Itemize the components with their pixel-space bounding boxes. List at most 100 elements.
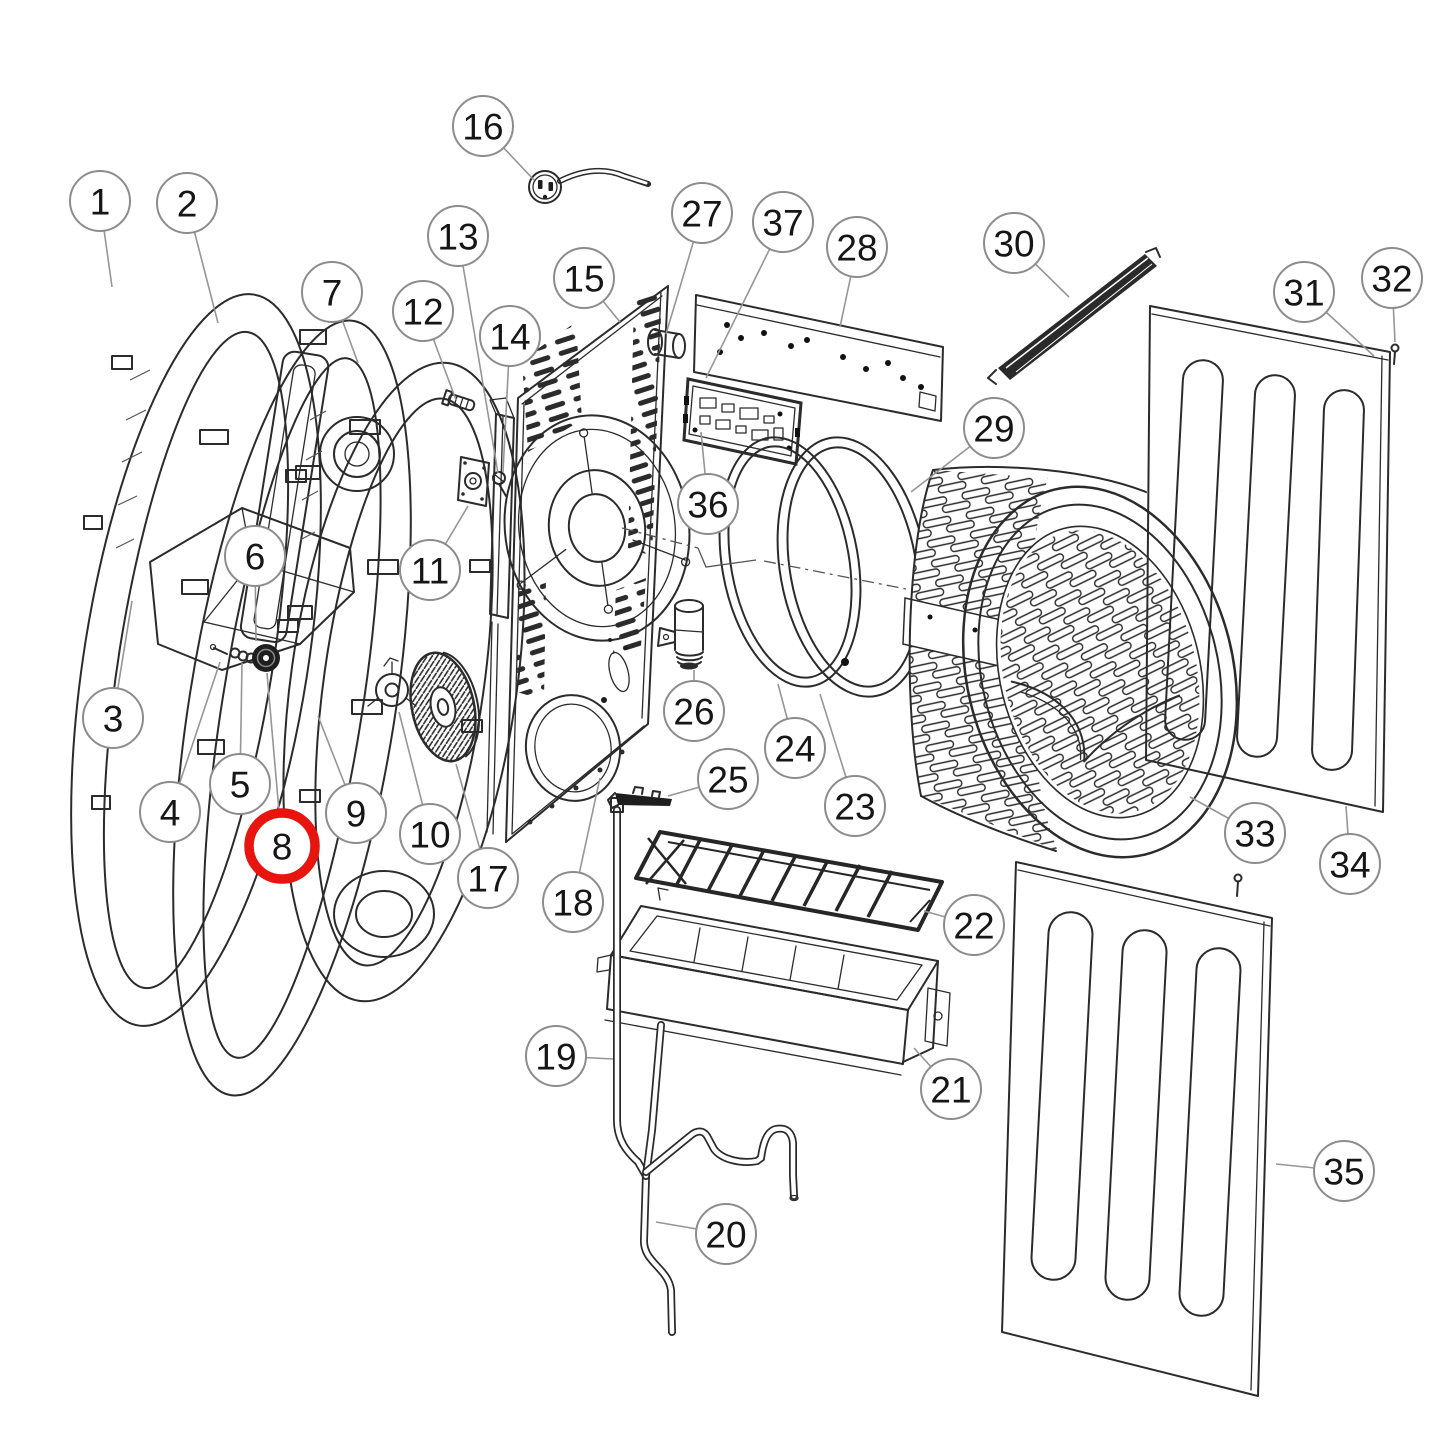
balloon-12[interactable]: 12 (392, 280, 454, 342)
balloon-circle-5[interactable] (209, 753, 271, 815)
balloon-34[interactable]: 34 (1319, 833, 1381, 895)
part-19-hose-drawing (610, 797, 676, 1336)
balloon-circle-31[interactable] (1273, 261, 1335, 323)
balloon-24[interactable]: 24 (764, 717, 826, 779)
part-12-screw-drawing (441, 389, 476, 412)
balloon-circle-29[interactable] (963, 397, 1025, 459)
balloon-number-4: 4 (160, 792, 181, 833)
balloon-number-6: 6 (245, 536, 266, 577)
balloon-19[interactable]: 19 (525, 1025, 587, 1087)
balloon-36[interactable]: 36 (677, 473, 739, 535)
balloon-33[interactable]: 33 (1224, 802, 1286, 864)
balloon-27[interactable]: 27 (671, 182, 733, 244)
balloon-number-11: 11 (411, 550, 449, 591)
part-15-rear-panel-drawing (503, 285, 691, 843)
balloon-circle-1[interactable] (69, 170, 131, 232)
balloon-6[interactable]: 6 (224, 525, 286, 587)
part-25-lever-drawing (607, 786, 672, 809)
balloon-11[interactable]: 11 (399, 539, 461, 601)
balloon-circle-7[interactable] (301, 261, 363, 323)
balloon-31[interactable]: 31 (1273, 261, 1335, 323)
balloon-circle-23[interactable] (824, 775, 886, 837)
balloon-5[interactable]: 5 (209, 753, 271, 815)
balloon-circle-2[interactable] (156, 172, 218, 234)
balloon-circle-13[interactable] (427, 205, 489, 267)
part-8-drum-roller-drawing (252, 644, 280, 672)
balloon-circle-27[interactable] (671, 182, 733, 244)
balloon-9[interactable]: 9 (325, 782, 387, 844)
balloon-circle-4[interactable] (139, 781, 201, 843)
part-22-rack-drawing (634, 830, 944, 932)
balloon-16[interactable]: 16 (452, 95, 514, 157)
balloon-13[interactable]: 13 (427, 205, 489, 267)
balloon-20[interactable]: 20 (695, 1203, 757, 1265)
part-36-control-board-drawing (682, 377, 803, 466)
balloon-circle-9[interactable] (325, 782, 387, 844)
balloon-number-22: 22 (953, 905, 994, 946)
balloon-circle-35[interactable] (1313, 1140, 1375, 1202)
balloon-circle-19[interactable] (525, 1025, 587, 1087)
balloon-number-28: 28 (836, 227, 877, 268)
balloon-circle-37[interactable] (752, 191, 814, 253)
balloon-17[interactable]: 17 (457, 847, 519, 909)
balloon-3[interactable]: 3 (82, 687, 144, 749)
balloon-number-10: 10 (409, 814, 450, 855)
balloon-circle-28[interactable] (826, 216, 888, 278)
balloon-number-14: 14 (489, 316, 530, 357)
balloon-circle-24[interactable] (764, 717, 826, 779)
balloon-15[interactable]: 15 (553, 247, 615, 309)
balloon-circle-36[interactable] (677, 473, 739, 535)
balloon-circle-32[interactable] (1361, 247, 1423, 309)
balloon-circle-22[interactable] (943, 894, 1005, 956)
balloon-7[interactable]: 7 (301, 261, 363, 323)
balloon-circle-6[interactable] (224, 525, 286, 587)
part-4-pin-drawing (209, 643, 228, 655)
balloon-number-27: 27 (681, 193, 722, 234)
leader-line-13 (457, 235, 499, 474)
balloon-4[interactable]: 4 (139, 781, 201, 843)
balloon-circle-25[interactable] (697, 748, 759, 810)
balloon-number-17: 17 (467, 858, 508, 899)
balloon-28[interactable]: 28 (826, 216, 888, 278)
part-33-drum-drawing (902, 465, 1239, 859)
balloon-35[interactable]: 35 (1313, 1140, 1375, 1202)
balloon-30[interactable]: 30 (983, 212, 1045, 274)
balloon-circle-12[interactable] (392, 280, 454, 342)
balloon-circle-20[interactable] (695, 1203, 757, 1265)
part-11-mounting-plate-drawing (457, 456, 490, 507)
balloon-22[interactable]: 22 (943, 894, 1005, 956)
balloon-1[interactable]: 1 (69, 170, 131, 232)
balloon-circle-21[interactable] (920, 1058, 982, 1120)
balloon-23[interactable]: 23 (824, 775, 886, 837)
balloon-circle-30[interactable] (983, 212, 1045, 274)
balloon-18[interactable]: 18 (542, 871, 604, 933)
balloon-number-18: 18 (552, 882, 593, 923)
balloon-number-8: 8 (272, 826, 293, 867)
balloon-29[interactable]: 29 (963, 397, 1025, 459)
balloon-circle-17[interactable] (457, 847, 519, 909)
balloon-14[interactable]: 14 (479, 305, 541, 367)
balloon-10[interactable]: 10 (399, 803, 461, 865)
balloon-21[interactable]: 21 (920, 1058, 982, 1120)
balloon-32[interactable]: 32 (1361, 247, 1423, 309)
balloon-26[interactable]: 26 (663, 680, 725, 742)
balloon-circle-34[interactable] (1319, 833, 1381, 895)
balloon-circle-26[interactable] (663, 680, 725, 742)
balloon-37[interactable]: 37 (752, 191, 814, 253)
balloon-circle-14[interactable] (479, 305, 541, 367)
balloon-number-26: 26 (673, 691, 714, 732)
balloon-circle-10[interactable] (399, 803, 461, 865)
balloon-25[interactable]: 25 (697, 748, 759, 810)
balloon-2[interactable]: 2 (156, 172, 218, 234)
balloon-number-30: 30 (993, 223, 1034, 264)
balloon-circle-3[interactable] (82, 687, 144, 749)
balloon-circle-18[interactable] (542, 871, 604, 933)
balloon-circle-33[interactable] (1224, 802, 1286, 864)
balloon-circle-11[interactable] (399, 539, 461, 601)
balloon-8[interactable]: 8 (244, 808, 320, 884)
balloon-circle-16[interactable] (452, 95, 514, 157)
balloon-number-15: 15 (563, 258, 604, 299)
highlight-ring (244, 808, 320, 884)
balloon-circle-15[interactable] (553, 247, 615, 309)
